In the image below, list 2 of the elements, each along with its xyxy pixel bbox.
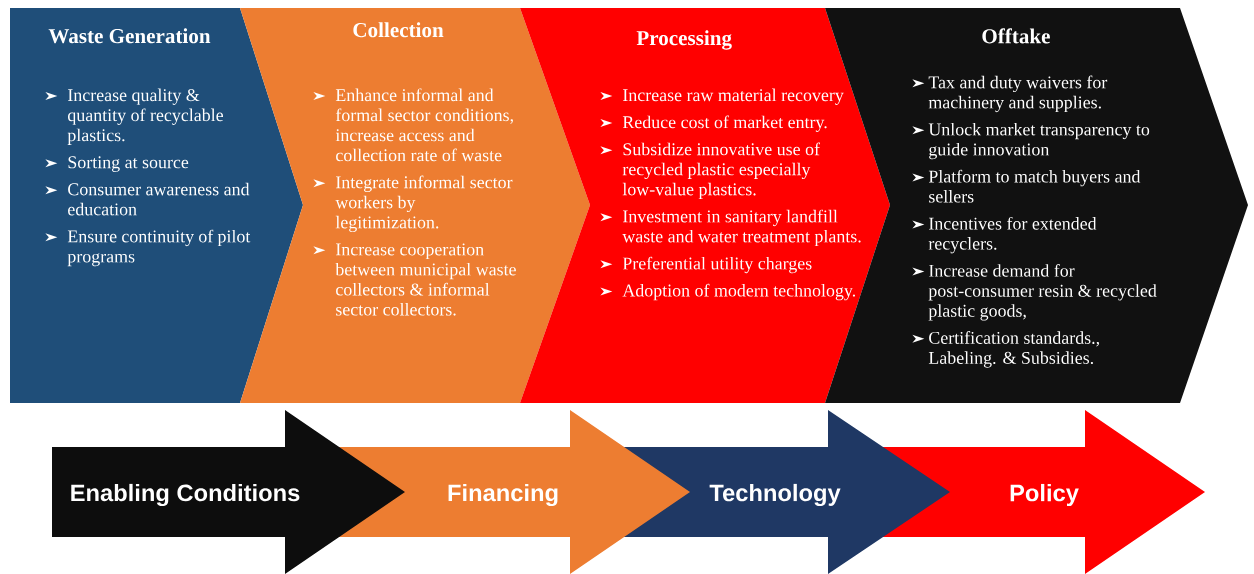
stage-panel: Processing Increase raw material recovery Reduce cost of market entry. Subsidize innovative use of recycled plastic especially low-value plastics. Investment in sanitary landfill waste and water treatment plants. Preferential utility charges Adoption of modern technology. bbox=[520, 8, 890, 403]
stage-panel: Waste Generation Increase quality & quantity of recyclable plastics. Sorting at source Consumer awareness and education Ensure continuity of pilot programs bbox=[10, 8, 303, 403]
